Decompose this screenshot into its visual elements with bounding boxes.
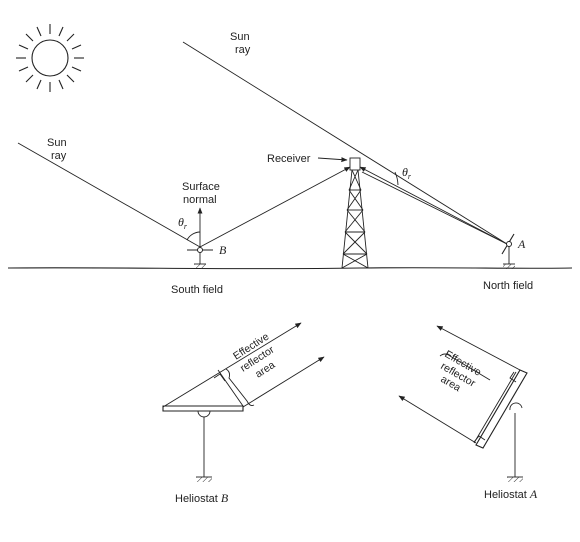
surface-normal-label-2: normal — [183, 194, 217, 206]
sun-ray-right — [182, 41, 508, 245]
north-field-label: North field — [483, 280, 533, 292]
heliostat-b-field — [187, 247, 213, 269]
sun-ray-left-label-1: Sun — [47, 137, 67, 149]
receiver-pointer — [317, 157, 348, 163]
receiver-label: Receiver — [267, 153, 311, 165]
heliostat-a-label: Heliostat A — [484, 487, 538, 501]
ground-line — [7, 267, 573, 270]
reflected-ray-north-1 — [359, 166, 508, 245]
point-b-label: B — [219, 243, 227, 257]
theta-left-label: θr — [178, 215, 188, 231]
theta-arc-left — [186, 231, 201, 241]
sun-ray-left — [17, 142, 201, 248]
heliostat-b-label: Heliostat B — [175, 491, 229, 505]
sun-ray-right-label-2: ray — [235, 44, 251, 56]
point-a-label: A — [517, 237, 526, 251]
south-field-label: South field — [171, 284, 223, 296]
surface-normal-label-1: Surface — [182, 181, 220, 193]
heliostat-a-field — [501, 233, 515, 269]
reflected-ray-north-2 — [361, 171, 508, 245]
theta-right-label: θr — [402, 165, 412, 181]
sun-icon — [16, 24, 84, 92]
reflected-ray-south — [199, 166, 351, 248]
theta-arc-right — [394, 171, 399, 186]
tower-icon — [341, 157, 369, 269]
sun-ray-left-label-2: ray — [51, 150, 67, 162]
heliostat-b-detail — [162, 322, 325, 482]
sun-ray-right-label-1: Sun — [230, 31, 250, 43]
heliostat-a-detail — [398, 325, 528, 482]
